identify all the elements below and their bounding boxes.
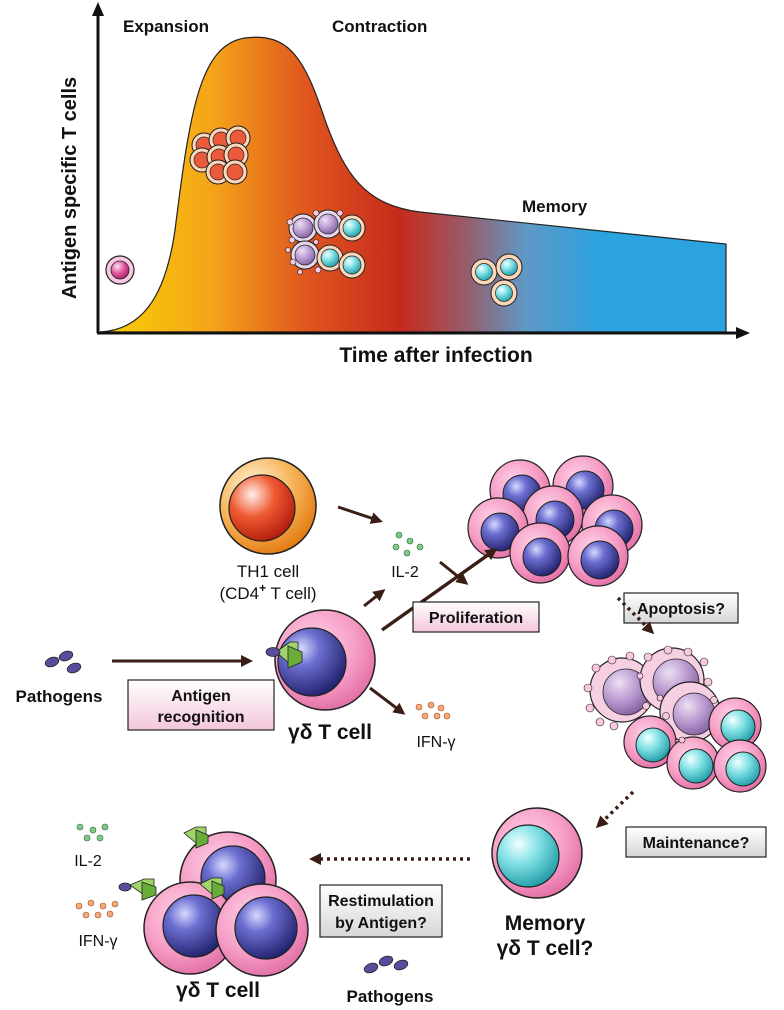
phase-contraction-label: Contraction <box>332 17 427 36</box>
svg-text:Apoptosis?: Apoptosis? <box>637 601 725 618</box>
memory-gd-t-cell-icon <box>491 807 583 899</box>
il2-to-proliferation-arrow <box>439 560 469 585</box>
memory-gd-label-line2: γδ T cell? <box>497 937 594 960</box>
restimulated-gd-cell-cluster-icon <box>118 826 309 977</box>
proliferation-box: Proliferation <box>412 601 540 633</box>
svg-text:Proliferation: Proliferation <box>429 610 523 627</box>
svg-text:Maintenance?: Maintenance? <box>643 835 750 852</box>
y-axis-label: Antigen specific T cells <box>59 77 81 299</box>
svg-text:recognition: recognition <box>157 709 244 726</box>
gd-t-cell-label: γδ T cell <box>288 721 372 744</box>
restimulated-gd-label: γδ T cell <box>176 979 260 1002</box>
il2-label-bottom: IL-2 <box>74 853 102 870</box>
contracting-cell-cluster-icon <box>285 209 366 279</box>
naive-t-cell-icon <box>105 255 135 285</box>
tcr-receptor-icon <box>265 641 303 669</box>
phase-memory-label: Memory <box>522 197 588 216</box>
restimulation-box: Restimulation by Antigen? <box>319 884 443 938</box>
il2-label: IL-2 <box>391 564 419 581</box>
il2-cytokine-icon <box>392 531 424 557</box>
phase-expansion-label: Expansion <box>123 17 209 36</box>
svg-text:Antigen: Antigen <box>171 688 231 705</box>
svg-text:by Antigen?: by Antigen? <box>335 915 427 932</box>
ifng-cytokine-icon-bottom <box>75 899 119 919</box>
gd-t-cell-icon <box>265 609 376 711</box>
svg-text:Restimulation: Restimulation <box>328 893 434 910</box>
th1-to-il2-arrow <box>337 505 383 524</box>
ifng-cytokine-icon <box>415 701 451 720</box>
th1-cell-label: TH1 cell <box>237 562 299 581</box>
x-axis-label: Time after infection <box>339 344 532 367</box>
ifng-label-bottom: IFN-γ <box>78 933 117 950</box>
kinetics-chart: Antigen specific T cells Time after infe… <box>59 2 750 367</box>
proliferation-to-apoptosis-arrow <box>616 596 655 635</box>
apoptosis-box: Apoptosis? <box>623 592 739 624</box>
il2-cytokine-icon-bottom <box>76 823 109 842</box>
ifng-label: IFN-γ <box>416 734 455 751</box>
cluster-to-memory-arrow <box>595 790 635 829</box>
apoptotic-cell-cluster-icon <box>583 645 767 793</box>
pathogens-label: Pathogens <box>16 687 103 706</box>
gd-to-il2-arrow <box>363 589 386 608</box>
pathogens-label-bottom: Pathogens <box>347 987 434 1006</box>
kinetics-curve <box>99 36 727 333</box>
pathogen-icon-bottom <box>363 955 409 974</box>
th1-cell-icon <box>219 457 317 555</box>
maintenance-box: Maintenance? <box>625 826 767 858</box>
antigen-recognition-box: Antigen recognition <box>127 679 275 731</box>
th1-cell-subtitle: (CD4+ T cell) <box>219 581 316 603</box>
tcr-receptor-icon <box>118 826 225 901</box>
gd-t-cell-cycle: TH1 cell (CD4+ T cell) IL-2 P <box>16 455 767 1006</box>
gd-to-proliferation-arrow <box>380 548 498 632</box>
pathogen-icon <box>44 650 82 674</box>
memory-gd-label-line1: Memory <box>505 912 586 935</box>
proliferating-cell-cluster-icon <box>467 455 643 587</box>
effector-cell-cluster-icon <box>189 125 251 185</box>
memory-cell-cluster-icon <box>470 253 523 307</box>
gd-to-ifng-arrow <box>369 686 406 715</box>
